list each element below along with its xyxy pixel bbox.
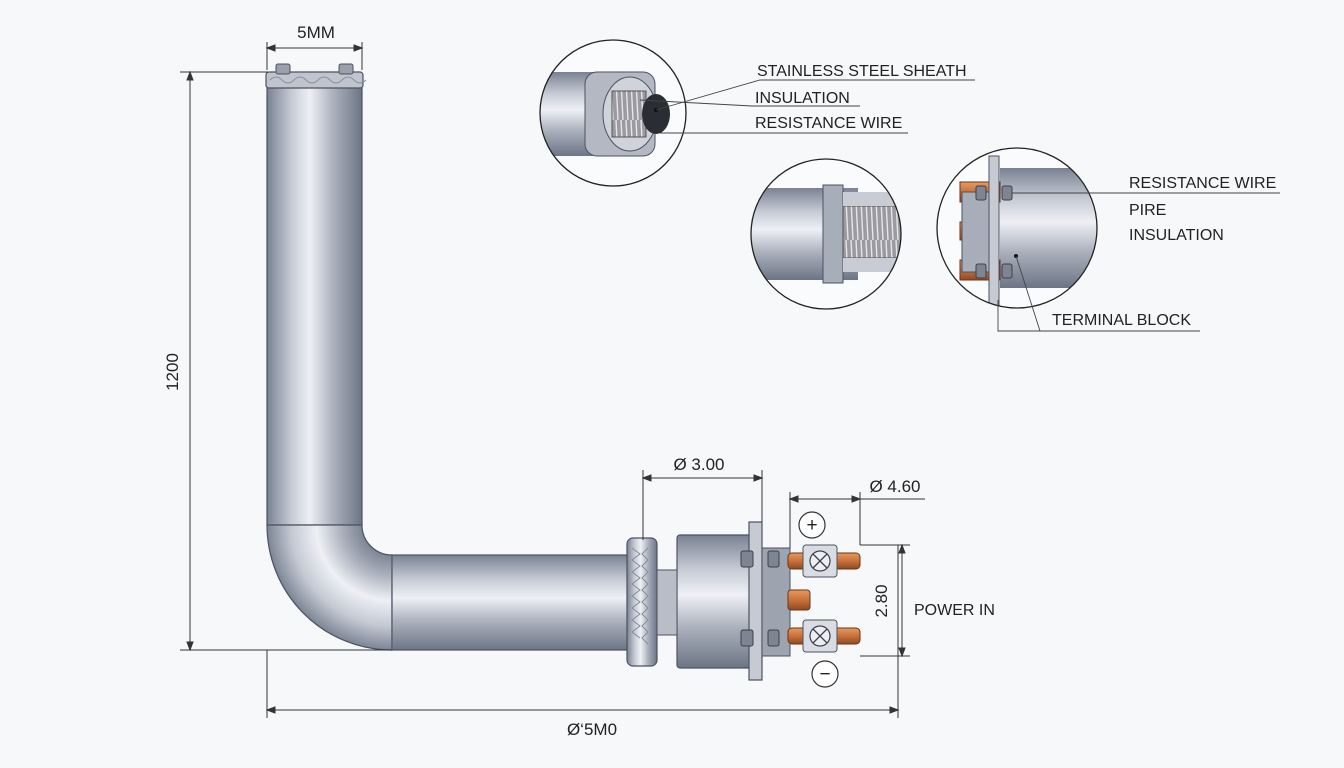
- callout-terminal-block: TERMINAL BLOCK: [1052, 312, 1191, 329]
- heater-tube: [266, 77, 633, 651]
- top-width-dimension: 5MM: [297, 23, 335, 42]
- positive-terminal-symbol: +: [798, 511, 826, 539]
- power-terminals: [787, 544, 861, 653]
- callout-stainless-steel-sheath: STAINLESS STEEL SHEATH: [757, 63, 967, 80]
- callout-pire: PIRE: [1129, 202, 1166, 219]
- detail-terminal-block: [936, 147, 1098, 309]
- negative-sign: −: [819, 664, 830, 685]
- detail-cross-section-leaders: [639, 79, 975, 134]
- detail-cross-section: [539, 39, 687, 187]
- negative-terminal-symbol: −: [811, 660, 839, 688]
- positive-sign: +: [806, 515, 817, 536]
- detail-cutaway: [750, 158, 902, 310]
- weld-collar: [626, 537, 658, 667]
- callout-resistance-wire-c: RESISTANCE WIRE: [1129, 175, 1276, 192]
- dimension-lines: [180, 42, 925, 718]
- tube-end-cap: [265, 63, 367, 89]
- height-dimension: 1200: [163, 353, 182, 391]
- callout-resistance-wire-a: RESISTANCE WIRE: [755, 115, 902, 132]
- callout-insulation-c: INSULATION: [1129, 227, 1224, 244]
- outer-diameter-dimension: Ø 4.60: [869, 477, 920, 496]
- terminal-spacing-dimension: 2.80: [872, 584, 891, 617]
- terminal-housing: [656, 521, 791, 681]
- detail-terminal-block-leaders: [997, 192, 1280, 332]
- overall-length-dimension: Ø‘5M0: [567, 720, 617, 739]
- callout-insulation-a: INSULATION: [755, 90, 850, 107]
- inner-diameter-dimension: Ø 3.00: [673, 455, 724, 474]
- power-in-label: POWER IN: [914, 602, 995, 619]
